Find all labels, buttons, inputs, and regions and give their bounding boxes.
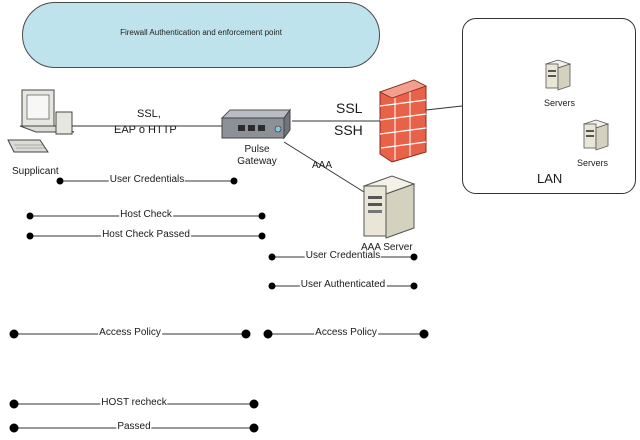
flow-label: Access Policy (314, 327, 378, 338)
flow-endpoint-dot (26, 212, 34, 220)
flow-label: Access Policy (98, 327, 162, 338)
ssl-label: SSL, (137, 108, 161, 120)
servers-label-2: Servers (577, 158, 609, 168)
flow-label: Host Check (119, 209, 173, 220)
flow-endpoint-dot (26, 232, 34, 240)
flow-endpoint-dot (9, 423, 19, 433)
flow-label: Passed (116, 421, 152, 432)
flow-label: HOST recheck (100, 397, 168, 408)
lan-container (462, 18, 636, 194)
flow-endpoint-dot (9, 399, 19, 409)
flow-endpoint-dot (9, 329, 19, 339)
flow-endpoint-dot (249, 399, 259, 409)
eap-http-label: EAP o HTTP (114, 124, 177, 136)
flow-endpoint-dot (56, 177, 64, 185)
servers-label-1: Servers (544, 98, 576, 108)
flow-label: User Credentials (108, 174, 186, 185)
firewall-icon (378, 79, 428, 163)
server-icon-1 (544, 59, 572, 91)
banner-text: Firewall Authentication and enforcement … (120, 28, 282, 37)
computer-icon (7, 89, 75, 153)
flow-label: User Authenticated (299, 279, 387, 290)
aaa-server-icon (362, 175, 416, 239)
gateway-label-line1: Pulse (244, 144, 270, 155)
firewall-ssl-label: SSL (336, 100, 363, 116)
flow-endpoint-dot (258, 232, 266, 240)
link-gateway-aaa (283, 141, 365, 193)
gateway-label-line2: Gateway (237, 156, 277, 167)
firewall-ssh-label: SSH (334, 122, 363, 138)
flow-endpoint-dot (258, 212, 266, 220)
flow-endpoint-dot (249, 423, 259, 433)
link-firewall-lan (425, 105, 463, 111)
server-icon-2 (582, 119, 610, 151)
flow-endpoint-dot (263, 329, 273, 339)
flow-endpoint-dot (419, 329, 429, 339)
flow-label: User Credentials (304, 250, 382, 261)
flow-endpoint-dot (410, 282, 418, 290)
flow-endpoint-dot (241, 329, 251, 339)
lan-label: LAN (537, 171, 563, 186)
flow-endpoint-dot (268, 282, 276, 290)
gateway-appliance-icon (220, 108, 291, 140)
flow-label: Host Check Passed (101, 229, 191, 240)
flow-endpoint-dot (230, 177, 238, 185)
flow-endpoint-dot (268, 253, 276, 261)
aaa-server-label: AAA Server (361, 242, 413, 253)
aaa-link-label: AAA (312, 160, 333, 171)
flow-endpoint-dot (410, 253, 418, 261)
supplicant-label: Supplicant (12, 166, 59, 177)
banner-pill: Firewall Authentication and enforcement … (22, 2, 380, 68)
